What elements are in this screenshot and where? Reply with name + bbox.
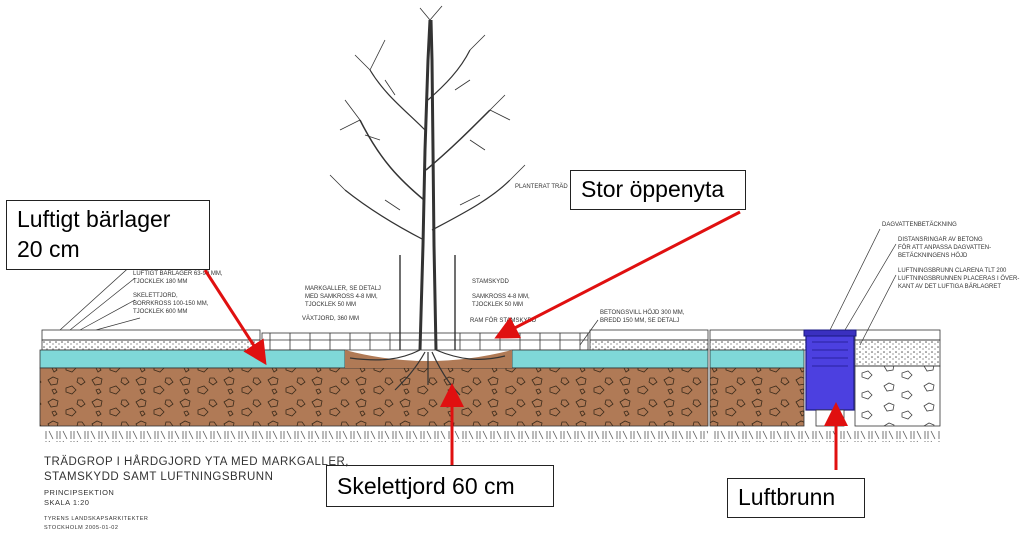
callout-stor-oppenyta: Stor öppenyta — [570, 170, 746, 210]
svg-text:SAMKROSS 4-8 MM,: SAMKROSS 4-8 MM, — [472, 294, 530, 300]
title-line-1: TRÄDGROP I HÅRDGJORD YTA MED MARKGALLER, — [44, 456, 349, 468]
title-line-3: PRINCIPSEKTION — [44, 488, 115, 497]
svg-text:STAMSKYDD: STAMSKYDD — [472, 279, 510, 285]
svg-text:SKELETTJORD,: SKELETTJORD, — [133, 293, 178, 299]
arrow-stor — [494, 210, 741, 339]
callout-luftigt-barlager: Luftigt bärlager 20 cm — [6, 200, 210, 270]
callout-skelettjord: Skelettjord 60 cm — [326, 465, 554, 507]
right-leader-lines — [579, 228, 897, 346]
callout-stor-label: Stor öppenyta — [581, 176, 725, 202]
svg-text:LUFTIGT BÄRLAGER 63-90 MM,: LUFTIGT BÄRLAGER 63-90 MM, — [133, 270, 223, 277]
right-gravel-layer — [854, 339, 941, 427]
bearing-layer — [39, 349, 805, 369]
svg-text:MED SAMKROSS 4-8 MM,: MED SAMKROSS 4-8 MM, — [305, 294, 378, 300]
skeleton-soil-layer — [39, 350, 805, 427]
tree — [329, 5, 526, 396]
svg-text:TJOCKLEK 180 MM: TJOCKLEK 180 MM — [133, 279, 187, 285]
svg-text:TJOCKLEK 50 MM: TJOCKLEK 50 MM — [305, 302, 356, 308]
svg-text:LUFTNINGSBRUNNEN PLACERAS I ÖV: LUFTNINGSBRUNNEN PLACERAS I ÖVER- — [898, 275, 1019, 282]
title-line-5: TYRENS LANDSKAPSARKITEKTER — [44, 516, 149, 522]
title-line-2: STAMSKYDD SAMT LUFTNINGSBRUNN — [44, 471, 274, 483]
arrow-luftigt — [203, 269, 267, 366]
callout-skelett-label: Skelettjord 60 cm — [337, 473, 515, 499]
callout-luftbrunn-label: Luftbrunn — [738, 484, 836, 510]
small-labels: PLANTERAT TRÄD DAGVATTENBETÄCKNING DISTA… — [133, 183, 1019, 324]
svg-text:VÄXTJORD, 360 MM: VÄXTJORD, 360 MM — [302, 315, 359, 322]
svg-text:LUFTNINGSBRUNN CLARENA TLT 200: LUFTNINGSBRUNN CLARENA TLT 200 — [898, 268, 1007, 274]
callout-luftigt-line2: 20 cm — [17, 236, 80, 262]
svg-text:MARKGALLER, SE DETALJ: MARKGALLER, SE DETALJ — [305, 286, 381, 292]
subgrade-hatch — [44, 430, 940, 442]
svg-text:KANT AV DET LUFTIGA BÄRLAGRET: KANT AV DET LUFTIGA BÄRLAGRET — [898, 283, 1001, 290]
tree-grating — [261, 255, 589, 351]
callout-luftigt-line1: Luftigt bärlager — [17, 206, 171, 232]
svg-text:BREDD 150 MM, SE DETALJ: BREDD 150 MM, SE DETALJ — [600, 318, 679, 324]
svg-text:BORRKROSS 100-150 MM,: BORRKROSS 100-150 MM, — [133, 301, 209, 307]
svg-text:BETÄCKNINGENS HÖJD: BETÄCKNINGENS HÖJD — [898, 252, 968, 259]
svg-text:FÖR ATT ANPASSA DAGVATTEN-: FÖR ATT ANPASSA DAGVATTEN- — [898, 244, 991, 251]
svg-text:DAGVATTENBETÄCKNING: DAGVATTENBETÄCKNING — [882, 221, 957, 228]
svg-text:TJOCKLEK 50 MM: TJOCKLEK 50 MM — [472, 302, 523, 308]
callout-luftbrunn: Luftbrunn — [727, 478, 865, 518]
svg-text:BETONGSVILL HÖJD 300 MM,: BETONGSVILL HÖJD 300 MM, — [600, 309, 685, 316]
title-line-6: STOCKHOLM 2005-01-02 — [44, 525, 119, 531]
left-leader-lines — [59, 261, 141, 331]
svg-text:PLANTERAT TRÄD: PLANTERAT TRÄD — [515, 183, 568, 190]
title-line-4: SKALA 1:20 — [44, 498, 90, 507]
svg-text:DISTANSRINGAR AV BETONG: DISTANSRINGAR AV BETONG — [898, 237, 983, 243]
svg-text:TJOCKLEK 600 MM: TJOCKLEK 600 MM — [133, 309, 187, 315]
air-well — [803, 329, 857, 427]
callout-arrows — [203, 210, 848, 470]
